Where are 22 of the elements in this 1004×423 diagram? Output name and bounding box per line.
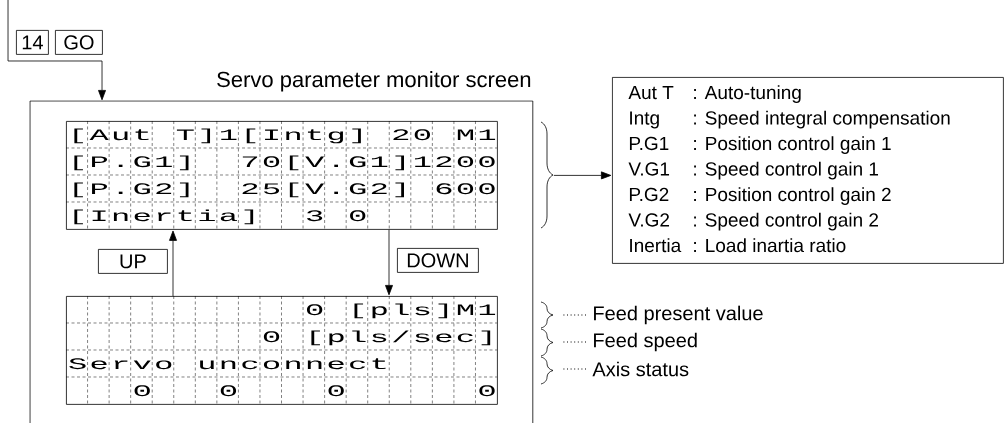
leader-line (561, 368, 587, 370)
annotation-text: Feed present value (594, 305, 763, 325)
annotation-text: Axis status (592, 361, 689, 377)
annotation-text: Feed speed (594, 332, 697, 352)
arrow (385, 229, 393, 296)
abbreviation-box: Aut T : Auto-tuning Intg : Speed integral compensation P.G1 : Position control gain 1 V.G1 : Speed control gain 1 P.G2 : Position control gain 2 V.G2 : Speed control gain 2 Inertia : Load inartia ratio (612, 77, 1004, 264)
arrow (553, 171, 612, 180)
lcd-display: 0 [pls]M1 0 [pls/sec] Servo unconnect 0 0 0 0 (65, 295, 498, 405)
leader-line (561, 341, 587, 343)
screen-title: Servo parameter monitor screen (217, 71, 531, 92)
curly-brace (540, 301, 554, 329)
key-box: UP (98, 249, 168, 274)
key-box: 14 (16, 30, 49, 55)
curly-brace (540, 328, 554, 357)
key-box: GO (55, 30, 103, 55)
curly-brace (540, 356, 554, 385)
curly-brace (540, 121, 554, 229)
leader-line (561, 314, 587, 316)
arrow (7, 0, 106, 101)
arrow (169, 230, 177, 297)
key-box: DOWN (397, 248, 479, 273)
lcd-display: [Aut T]1[Intg] 20 M1 [P.G1] 70[V.G1]1200 [P.G2] 25[V.G2] 600 [Inertia] 3 0 (65, 120, 498, 230)
